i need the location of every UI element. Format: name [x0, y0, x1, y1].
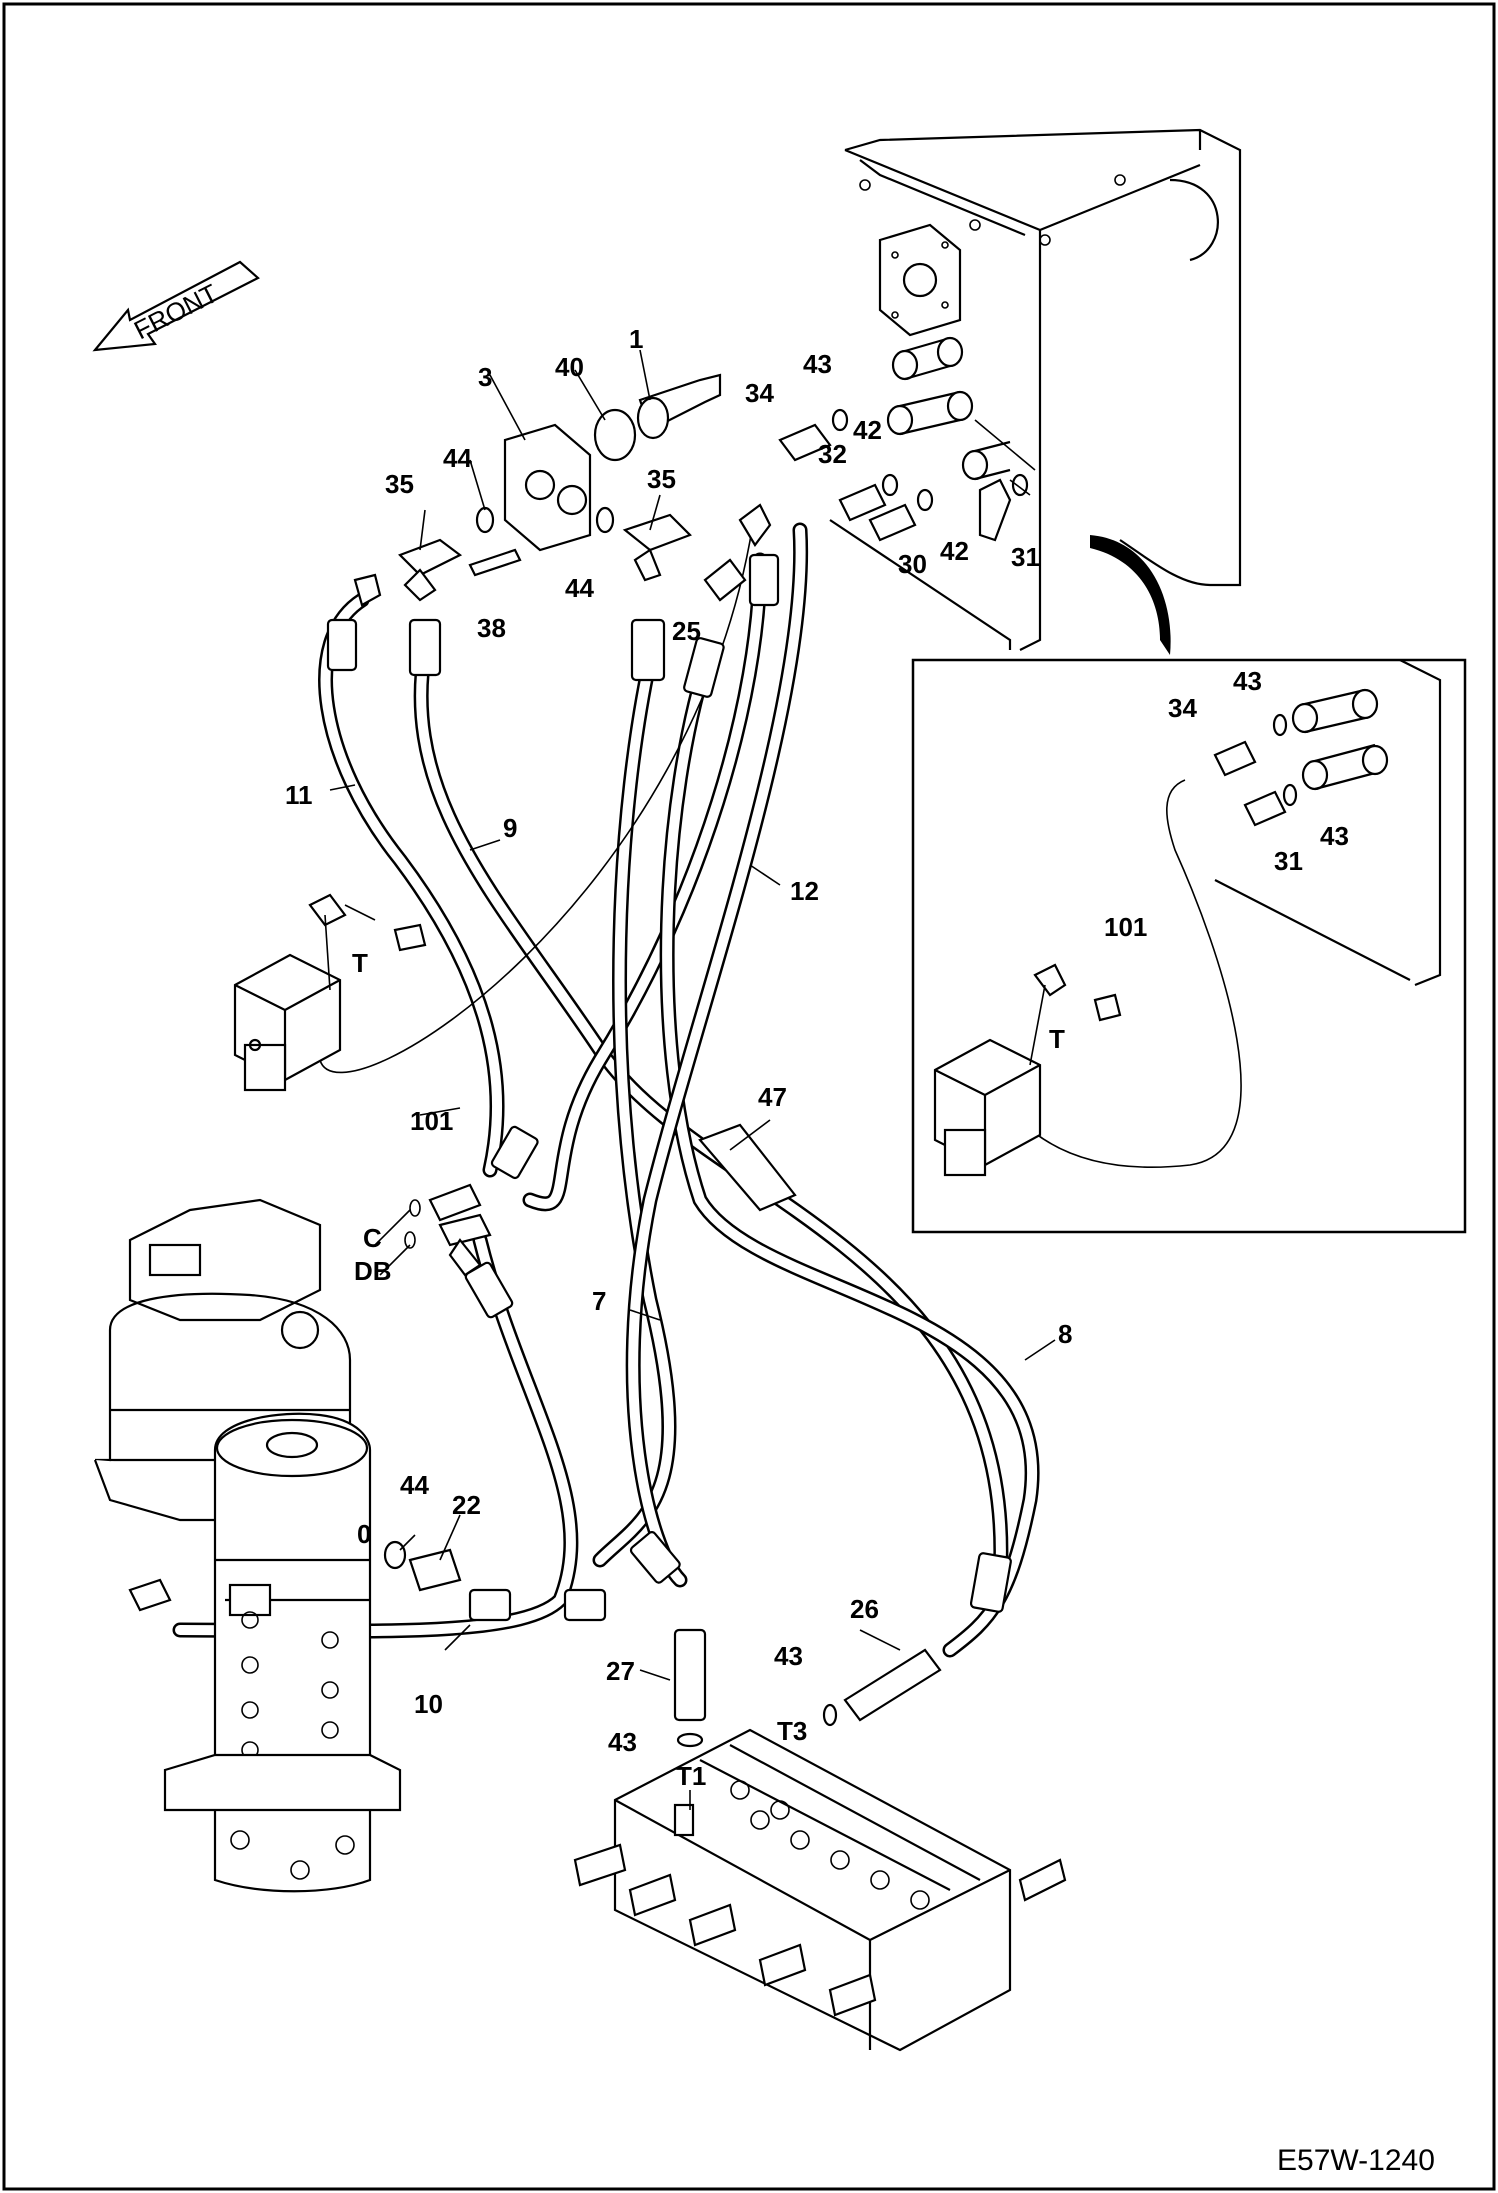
callout-3: 3 [478, 362, 492, 392]
control-valve [573, 1628, 1067, 2052]
hose-11 [318, 592, 505, 1178]
inset-callout-34: 34 [1168, 693, 1197, 723]
top-fittings [353, 373, 1029, 607]
callout-7: 7 [592, 1286, 606, 1316]
callout-22: 22 [452, 1490, 481, 1520]
detail-inset [911, 658, 1467, 1234]
main-callouts: 1 3 40 43 34 44 35 35 32 42 42 30 31 38 … [285, 324, 1072, 1791]
callout-34: 34 [745, 378, 774, 408]
callout-42-bottom: 42 [940, 536, 969, 566]
callout-40: 40 [555, 352, 584, 382]
tank-frame [829, 128, 1242, 651]
callout-31: 31 [1011, 542, 1040, 572]
valve-block-t [233, 893, 427, 1092]
callout-25: 25 [672, 616, 701, 646]
hose-12 [522, 552, 768, 1212]
callout-27: 27 [606, 1656, 635, 1686]
callout-10: 10 [414, 1689, 443, 1719]
inset-callout-43-bottom: 43 [1320, 821, 1349, 851]
callout-43-top: 43 [803, 349, 832, 379]
callout-32: 32 [818, 439, 847, 469]
inset-callout-43-top: 43 [1233, 666, 1262, 696]
hose-8 [659, 642, 1040, 1658]
swivel-joint [163, 1412, 402, 1893]
inset-callouts: 43 34 43 31 101 T [1049, 666, 1349, 1054]
callout-1: 1 [629, 324, 643, 354]
callout-35-left: 35 [385, 469, 414, 499]
callout-44-lower: 44 [400, 1470, 429, 1500]
inset-callout-31: 31 [1274, 846, 1303, 876]
callout-12: 12 [790, 876, 819, 906]
callout-C: C [363, 1223, 382, 1253]
callout-30: 30 [898, 549, 927, 579]
callout-0: 0 [357, 1519, 371, 1549]
callout-9: 9 [503, 813, 517, 843]
callout-T3: T3 [777, 1716, 807, 1746]
figure-id: E57W-1240 [1277, 2144, 1435, 2177]
fittings-c-db [128, 1183, 492, 1612]
callout-8: 8 [1058, 1319, 1072, 1349]
leader-lines [329, 349, 1056, 1810]
callout-T: T [352, 948, 368, 978]
front-label: FRONT [129, 278, 223, 345]
inset-pointer-arrow [1090, 535, 1171, 655]
callout-11: 11 [285, 780, 313, 810]
callout-38: 38 [477, 613, 506, 643]
hose-47 [625, 522, 809, 1588]
callout-43-lower: 43 [608, 1727, 637, 1757]
hose-9 [413, 642, 1009, 1588]
callout-47: 47 [758, 1082, 787, 1112]
callout-35-right: 35 [647, 464, 676, 494]
callout-43-mid: 43 [774, 1641, 803, 1671]
front-arrow: FRONT [92, 260, 260, 352]
inset-callout-101: 101 [1104, 912, 1147, 942]
callout-44-left: 44 [443, 443, 472, 473]
callout-101: 101 [410, 1106, 453, 1136]
callout-T1: T1 [676, 1761, 706, 1791]
callout-42-top: 42 [853, 415, 882, 445]
inset-callout-T: T [1049, 1024, 1065, 1054]
callout-DB: DB [354, 1256, 392, 1286]
callout-26: 26 [850, 1594, 879, 1624]
protective-sleeve [698, 1123, 797, 1212]
callout-44-mid: 44 [565, 573, 594, 603]
